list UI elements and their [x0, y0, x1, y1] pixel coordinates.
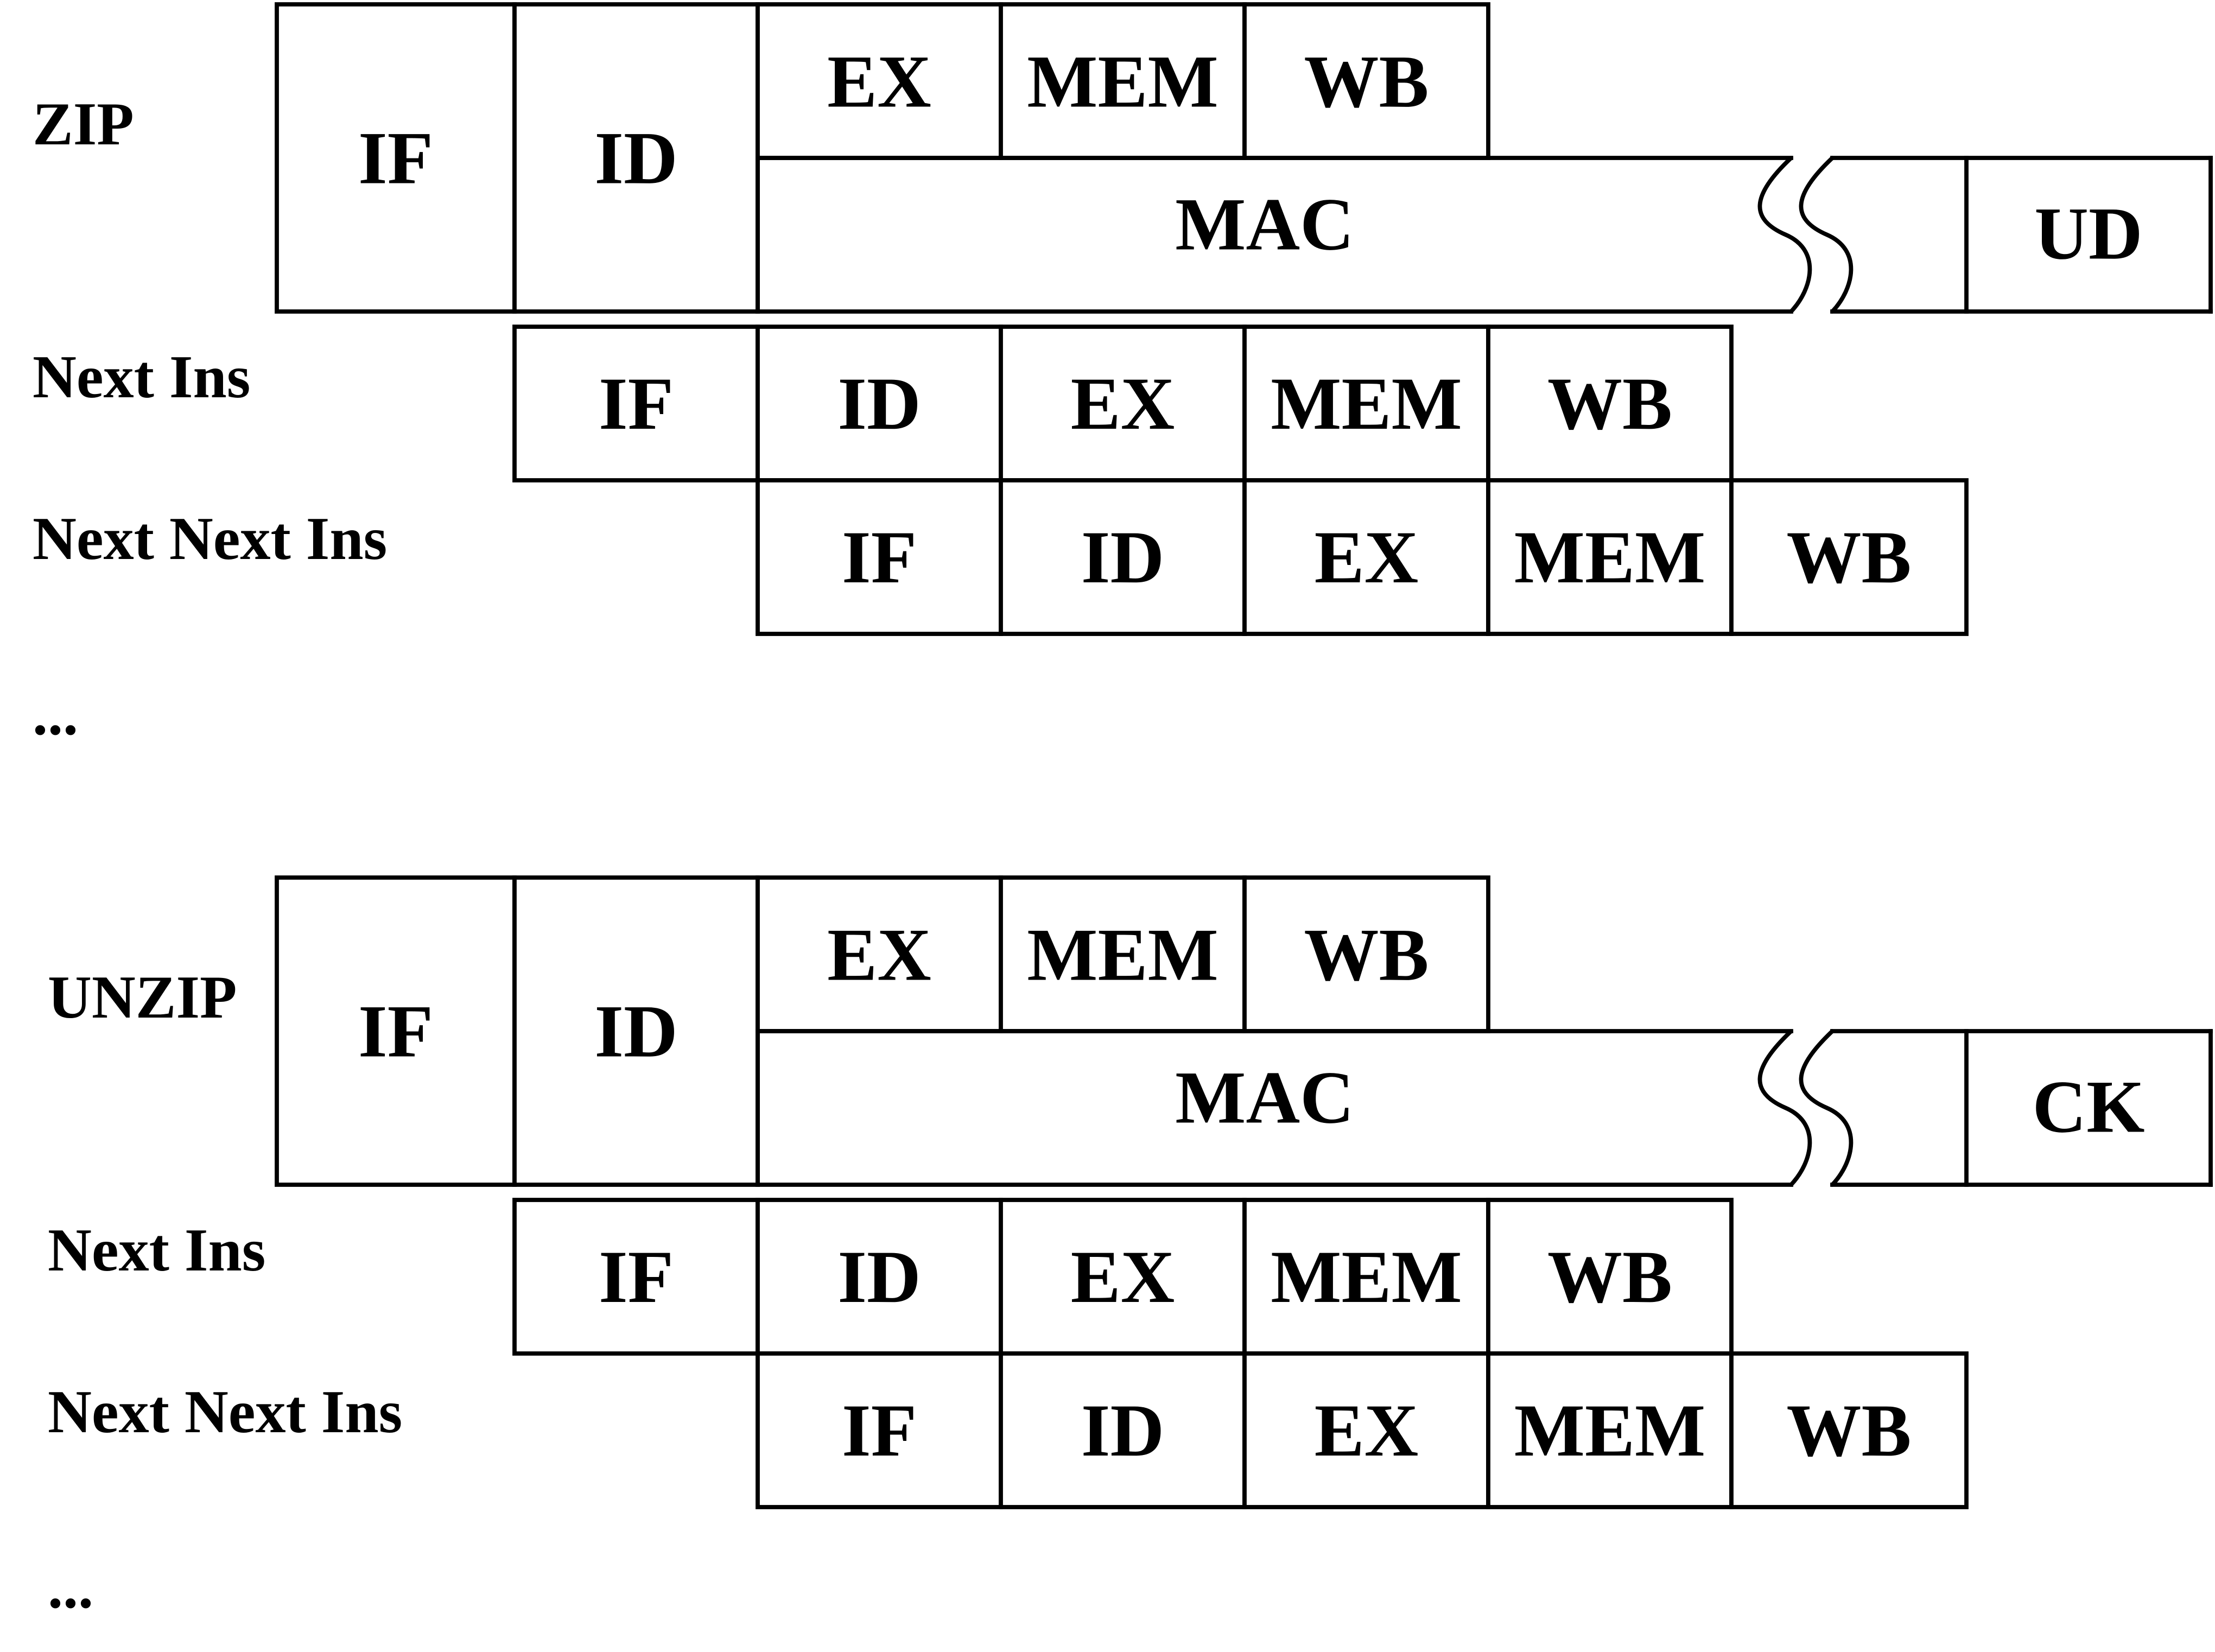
next-next-mem-cell — [1486, 1351, 1734, 1509]
next-ex-cell — [999, 1198, 1247, 1356]
next-mem-cell — [1242, 1198, 1490, 1356]
next-ins-label: Next Ins — [48, 1217, 265, 1284]
main-ex-label: EX — [827, 913, 931, 996]
next-next-ins-label: Next Next Ins — [48, 1378, 402, 1446]
next-if-cell — [512, 1198, 760, 1356]
instruction-label: UNZIP — [48, 964, 237, 1031]
main-mem-label: MEM — [1027, 913, 1218, 996]
mac-break-left — [1757, 156, 1812, 314]
mac-break-right — [1799, 1029, 1854, 1187]
next-next-wb-label: WB — [1786, 516, 1911, 599]
main-if-cell — [275, 2, 517, 314]
main-id-label: ID — [594, 990, 677, 1073]
next-ex-label: EX — [1071, 362, 1175, 445]
next-wb-label: WB — [1547, 362, 1672, 445]
next-next-id-cell — [999, 1351, 1247, 1509]
main-id-label: ID — [594, 117, 677, 200]
next-if-label: IF — [599, 1235, 674, 1318]
main-mem-cell — [999, 875, 1247, 1033]
main-ex-label: EX — [827, 40, 931, 123]
tail-label: CK — [2033, 1065, 2145, 1148]
main-if-cell — [275, 875, 517, 1187]
next-next-wb-cell — [1729, 478, 1969, 636]
mac-break-right — [1799, 156, 1854, 314]
next-next-mem-label: MEM — [1514, 516, 1706, 599]
main-wb-label: WB — [1304, 913, 1429, 996]
mac-label: MAC — [1175, 1056, 1354, 1139]
ellipsis: ... — [48, 1554, 93, 1621]
mac-label: MAC — [1175, 183, 1354, 266]
next-next-wb-cell — [1729, 1351, 1969, 1509]
next-next-ex-cell — [1242, 478, 1490, 636]
next-next-wb-label: WB — [1786, 1389, 1911, 1472]
next-next-if-label: IF — [842, 516, 917, 599]
main-mem-label: MEM — [1027, 40, 1218, 123]
main-id-cell — [512, 875, 760, 1187]
next-mem-label: MEM — [1271, 1235, 1462, 1318]
next-id-label: ID — [837, 1235, 921, 1318]
next-next-ex-label: EX — [1315, 516, 1419, 599]
next-next-if-cell — [756, 478, 1003, 636]
next-next-id-label: ID — [1081, 1389, 1164, 1472]
next-next-mem-cell — [1486, 478, 1734, 636]
next-wb-cell — [1486, 325, 1734, 482]
instruction-label: ZIP — [33, 91, 134, 158]
next-mem-label: MEM — [1271, 362, 1462, 445]
next-wb-label: WB — [1547, 1235, 1672, 1318]
next-next-if-cell — [756, 1351, 1003, 1509]
next-if-cell — [512, 325, 760, 482]
next-next-ex-cell — [1242, 1351, 1490, 1509]
next-if-label: IF — [599, 362, 674, 445]
next-ins-label: Next Ins — [33, 344, 250, 411]
main-id-cell — [512, 2, 760, 314]
ellipsis: ... — [33, 681, 78, 748]
next-next-mem-label: MEM — [1514, 1389, 1706, 1472]
next-wb-cell — [1486, 1198, 1734, 1356]
mac-break-left — [1757, 1029, 1812, 1187]
next-next-id-label: ID — [1081, 516, 1164, 599]
main-if-label: IF — [358, 117, 433, 200]
next-id-label: ID — [837, 362, 921, 445]
next-next-ex-label: EX — [1315, 1389, 1419, 1472]
tail-label: UD — [2034, 192, 2142, 275]
next-next-ins-label: Next Next Ins — [33, 505, 387, 573]
next-next-if-label: IF — [842, 1389, 917, 1472]
next-ex-label: EX — [1071, 1235, 1175, 1318]
main-if-label: IF — [358, 990, 433, 1073]
main-wb-label: WB — [1304, 40, 1429, 123]
